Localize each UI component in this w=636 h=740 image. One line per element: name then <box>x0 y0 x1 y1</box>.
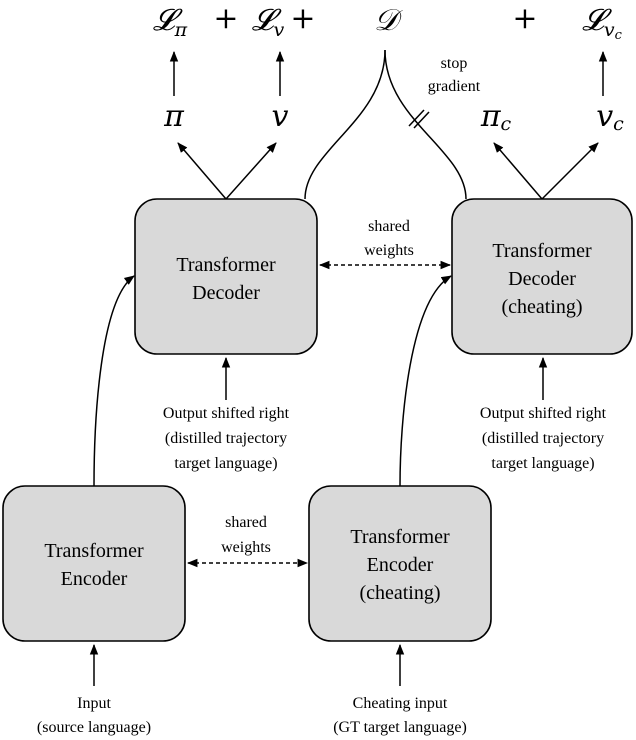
encoder-cheating-label: Encoder <box>367 554 434 576</box>
encoder-cheating-label: Transformer <box>350 526 450 548</box>
decoder-label: Transformer <box>176 254 276 276</box>
stop-gradient-label: stop <box>441 55 468 72</box>
shared-weights-label: weights <box>221 539 271 556</box>
cheating-encoder-input-label: (GT target language) <box>333 719 467 736</box>
decoder-input-label: Output shifted right <box>163 405 290 422</box>
cheating-encoder-to-decoder-arrow <box>399 275 452 487</box>
loss-vc-term: 𝓛vc <box>582 3 623 43</box>
transformer-encoder-box <box>2 485 186 642</box>
loss-v-term: 𝓛v <box>252 3 285 41</box>
decoder-label: Decoder <box>192 282 260 304</box>
encoder-to-decoder-arrow <box>93 275 135 487</box>
cheating-value-output: vc <box>596 99 624 135</box>
plus-sign: + <box>213 1 238 36</box>
plus-sign: + <box>290 1 315 36</box>
plus-sign: + <box>512 1 537 36</box>
shared-weights-label: shared <box>225 514 267 531</box>
encoder-cheating-label: (cheating) <box>359 582 440 604</box>
cheating-decoder-input-label: (distilled trajectory <box>482 430 604 447</box>
stop-gradient-mark <box>408 109 425 127</box>
policy-output: π <box>163 99 185 134</box>
decoder-cheating-label: Transformer <box>492 240 592 262</box>
divergence-term: 𝒟 <box>374 3 403 38</box>
cheating-decoder-input-label: Output shifted right <box>480 405 607 422</box>
encoder-input-label: (source language) <box>37 719 151 736</box>
decoder-cheating-label: Decoder <box>508 268 576 290</box>
cheating-decoder-to-pic-arrow <box>493 142 543 200</box>
decoder-input-label: (distilled trajectory <box>165 430 287 447</box>
decoder-cheating-label: (cheating) <box>501 296 582 318</box>
cheating-encoder-input-label: Cheating input <box>353 695 448 712</box>
encoder-label: Encoder <box>61 568 128 590</box>
decoder-to-divergence-curve <box>304 49 386 200</box>
shared-weights-label: shared <box>368 218 410 235</box>
value-output: v <box>272 99 289 134</box>
encoder-label: Transformer <box>44 540 144 562</box>
cheating-policy-output: πc <box>480 99 512 135</box>
decoder-input-label: target language) <box>174 455 277 472</box>
encoder-input-label: Input <box>77 695 111 712</box>
loss-equation: 𝓛π + 𝓛v + 𝒟 + 𝓛vc <box>153 1 623 43</box>
shared-weights-label: weights <box>364 242 414 259</box>
transformer-decoder-box <box>134 198 318 355</box>
cheating-decoder-to-vc-arrow <box>541 142 599 200</box>
stop-gradient-mark <box>413 111 430 129</box>
cheating-decoder-to-divergence-curve <box>384 49 467 200</box>
decoder-to-pi-arrow <box>177 142 227 200</box>
loss-pi-term: 𝓛π <box>153 3 188 41</box>
cheating-decoder-input-label: target language) <box>491 455 594 472</box>
decoder-to-v-arrow <box>225 142 277 200</box>
stop-gradient-label: gradient <box>428 78 481 95</box>
